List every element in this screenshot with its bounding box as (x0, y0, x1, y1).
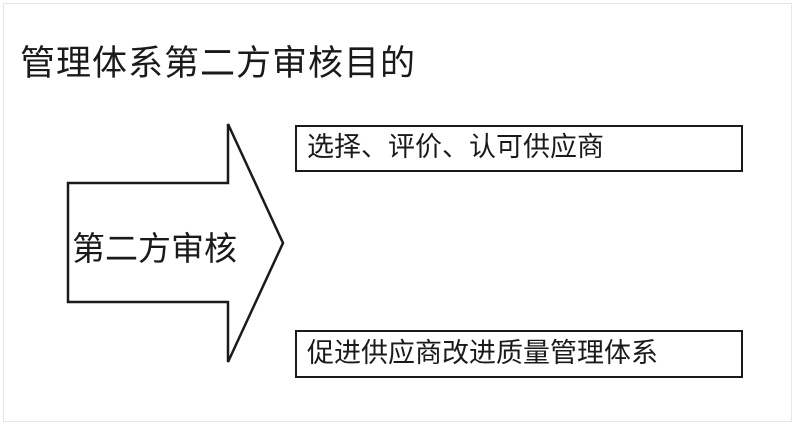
arrow-label: 第二方审核 (72, 229, 237, 268)
diagram-title: 管理体系第二方审核目的 (20, 44, 417, 84)
diagram-frame (3, 3, 792, 422)
purpose-box-improve-qms: 促进供应商改进质量管理体系 (295, 330, 743, 378)
purpose-label: 选择、评价、认可供应商 (307, 132, 604, 163)
purpose-box-select-evaluate: 选择、评价、认可供应商 (295, 125, 743, 172)
purpose-label: 促进供应商改进质量管理体系 (307, 338, 658, 369)
